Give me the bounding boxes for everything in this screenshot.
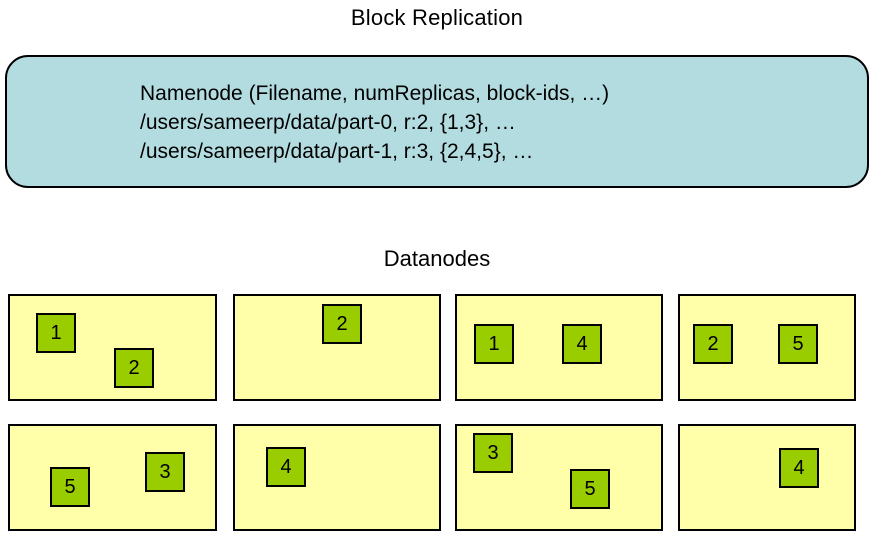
namenode-header-line: Namenode (Filename, numReplicas, block-i… — [140, 82, 610, 105]
block-replica[interactable]: 3 — [473, 433, 513, 473]
page-title: Block Replication — [350, 5, 524, 30]
block-replica[interactable]: 5 — [570, 469, 610, 509]
block-replica[interactable]: 4 — [562, 324, 602, 364]
block-replica[interactable]: 2 — [322, 304, 362, 344]
block-replica[interactable]: 4 — [779, 448, 819, 488]
datanodes-section-label: Datanodes — [383, 246, 491, 271]
namenode-metadata-list: Namenode (Filename, numReplicas, block-i… — [140, 79, 840, 166]
block-replica[interactable]: 5 — [778, 324, 818, 364]
block-replica[interactable]: 2 — [693, 324, 733, 364]
namenode-panel: Namenode (Filename, numReplicas, block-i… — [5, 55, 869, 188]
datanode-6[interactable]: 4 — [233, 424, 441, 531]
block-replica[interactable]: 5 — [50, 467, 90, 507]
block-replica[interactable]: 3 — [145, 452, 185, 492]
block-replica[interactable]: 2 — [114, 348, 154, 388]
block-replica[interactable]: 1 — [474, 324, 514, 364]
block-replica[interactable]: 4 — [266, 447, 306, 487]
block-replica[interactable]: 1 — [36, 313, 76, 353]
datanode-8[interactable]: 4 — [678, 424, 856, 531]
namenode-file-entry-part-0: /users/sameerp/data/part-0, r:2, {1,3}, … — [140, 111, 516, 134]
datanode-2[interactable]: 2 — [233, 294, 441, 401]
namenode-file-entry-part-1: /users/sameerp/data/part-1, r:3, {2,4,5}… — [140, 140, 534, 163]
